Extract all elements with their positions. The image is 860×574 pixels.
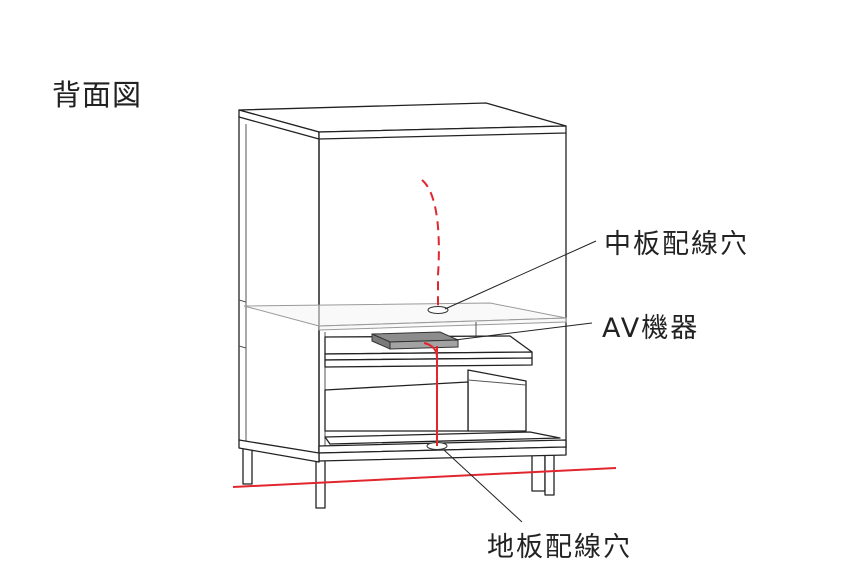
cabinet-left-side-panel (238, 115, 320, 463)
label-middle-cable-hole: 中板配線穴 (604, 229, 749, 260)
lower-drawer (324, 369, 527, 432)
av-device-box (371, 331, 459, 350)
cabinet-top-board (238, 102, 567, 140)
cabinet-back-panel (318, 133, 567, 462)
label-floor-cable-hole: 地板配線穴 (487, 532, 632, 563)
label-av-device: AV機器 (602, 313, 700, 344)
red-cable (232, 179, 617, 488)
middle-shelf (243, 302, 567, 452)
middle-shelf-cable-hole (427, 306, 449, 314)
floor-board (238, 431, 567, 463)
view-title: 背面図 (52, 78, 143, 112)
callout-leader-lines (443, 240, 597, 523)
